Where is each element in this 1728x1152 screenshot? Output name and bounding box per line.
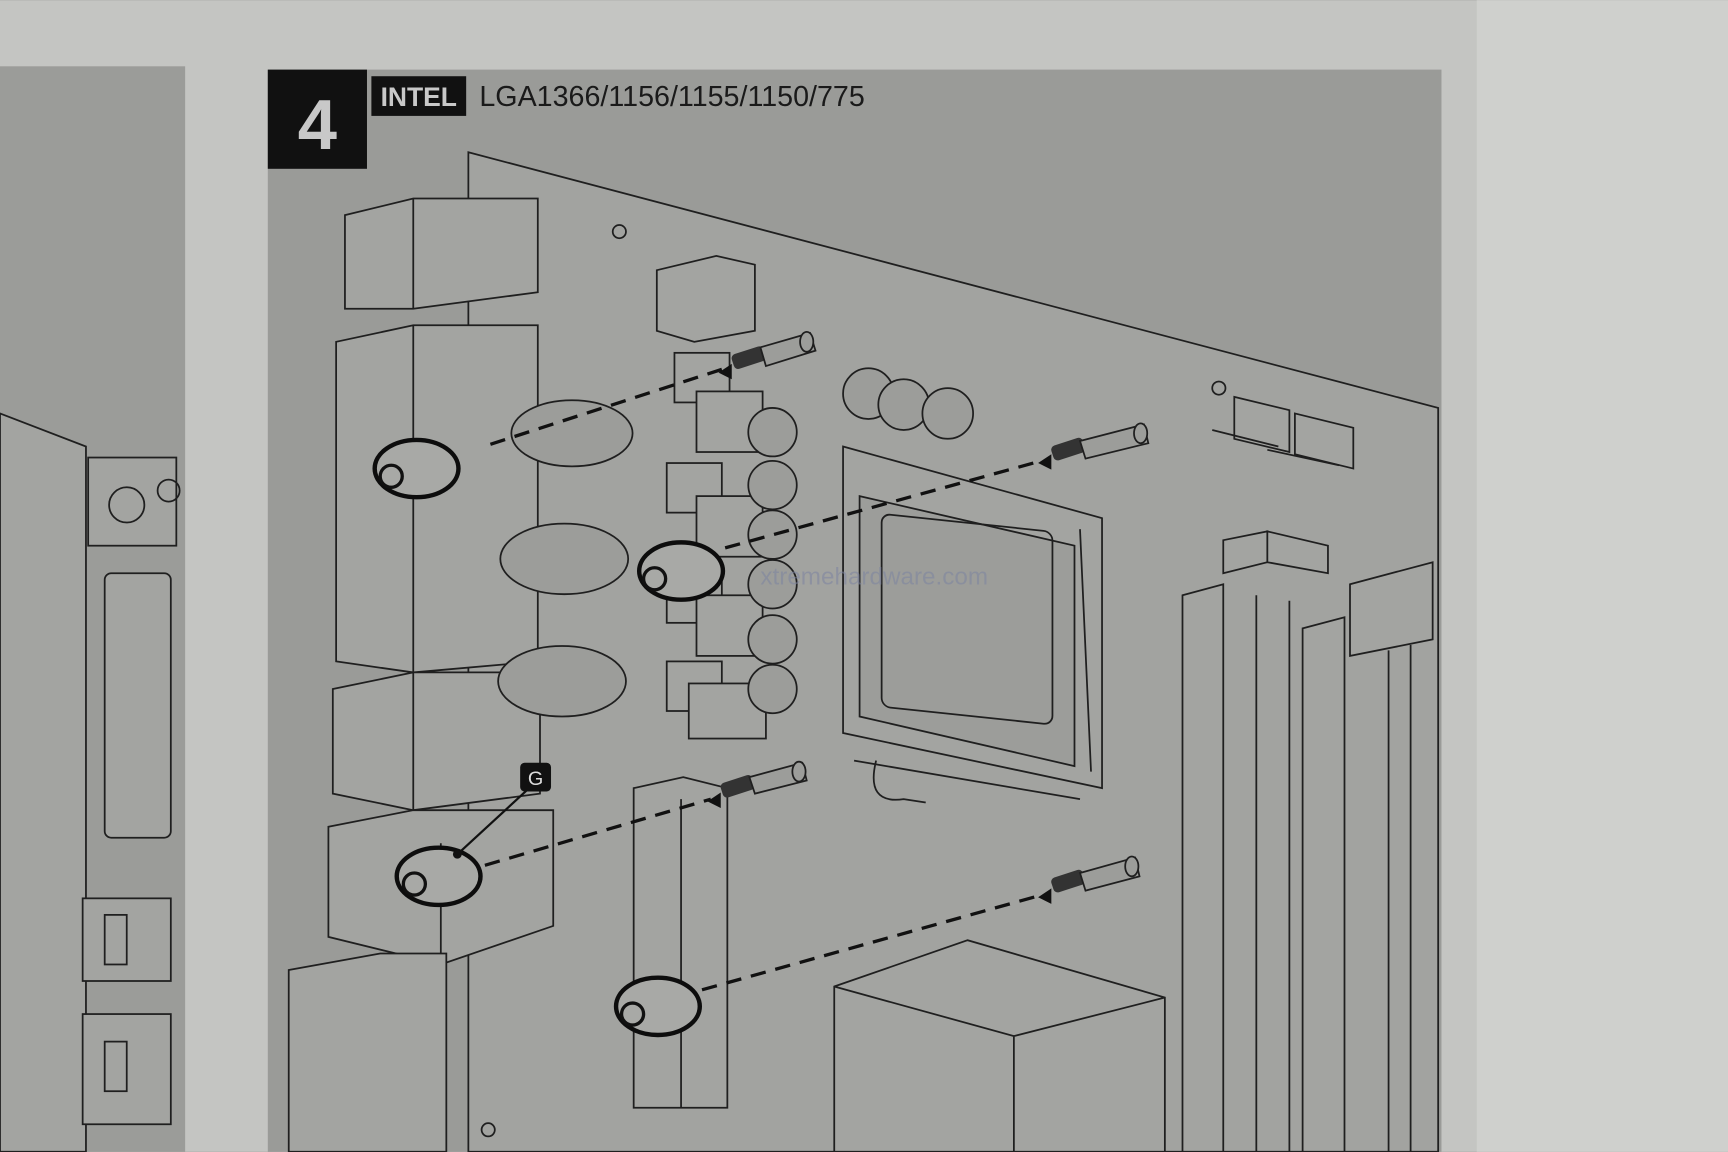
callout-label: G xyxy=(528,768,543,790)
callout-g: G xyxy=(452,762,552,859)
mount-hole xyxy=(611,224,627,240)
step-header: 4 INTEL LGA1366/1156/1155/1150/775 xyxy=(267,69,865,169)
right-margin xyxy=(1476,0,1728,1152)
standoffs xyxy=(372,437,726,1038)
standoff-top-left xyxy=(372,437,461,500)
standoff-bottom-right xyxy=(613,975,702,1038)
platform-badge xyxy=(371,76,467,116)
mount-hole xyxy=(1211,380,1227,396)
platform-label: INTEL xyxy=(381,82,457,112)
screw xyxy=(707,760,808,808)
screw xyxy=(1038,422,1150,470)
alignment-lines xyxy=(484,367,1042,992)
mount-hole xyxy=(480,1122,496,1138)
screw xyxy=(1038,855,1141,904)
socket-list: LGA1366/1156/1155/1150/775 xyxy=(479,81,864,113)
cpu-socket xyxy=(842,445,1103,804)
step-number: 4 xyxy=(298,85,337,164)
chipset-heatsink xyxy=(833,939,1166,1152)
fan-headers xyxy=(1212,395,1355,470)
mounting-screws xyxy=(707,331,1150,904)
standoff-top-right xyxy=(636,540,726,602)
screw xyxy=(718,331,817,380)
case-side-illustration xyxy=(0,412,181,1152)
watermark: xtremehardware.com xyxy=(760,563,988,590)
standoff-bottom-left xyxy=(394,845,483,908)
ram-slots xyxy=(1181,530,1434,1152)
vrm-components xyxy=(655,254,974,740)
step-number-box xyxy=(267,69,367,169)
